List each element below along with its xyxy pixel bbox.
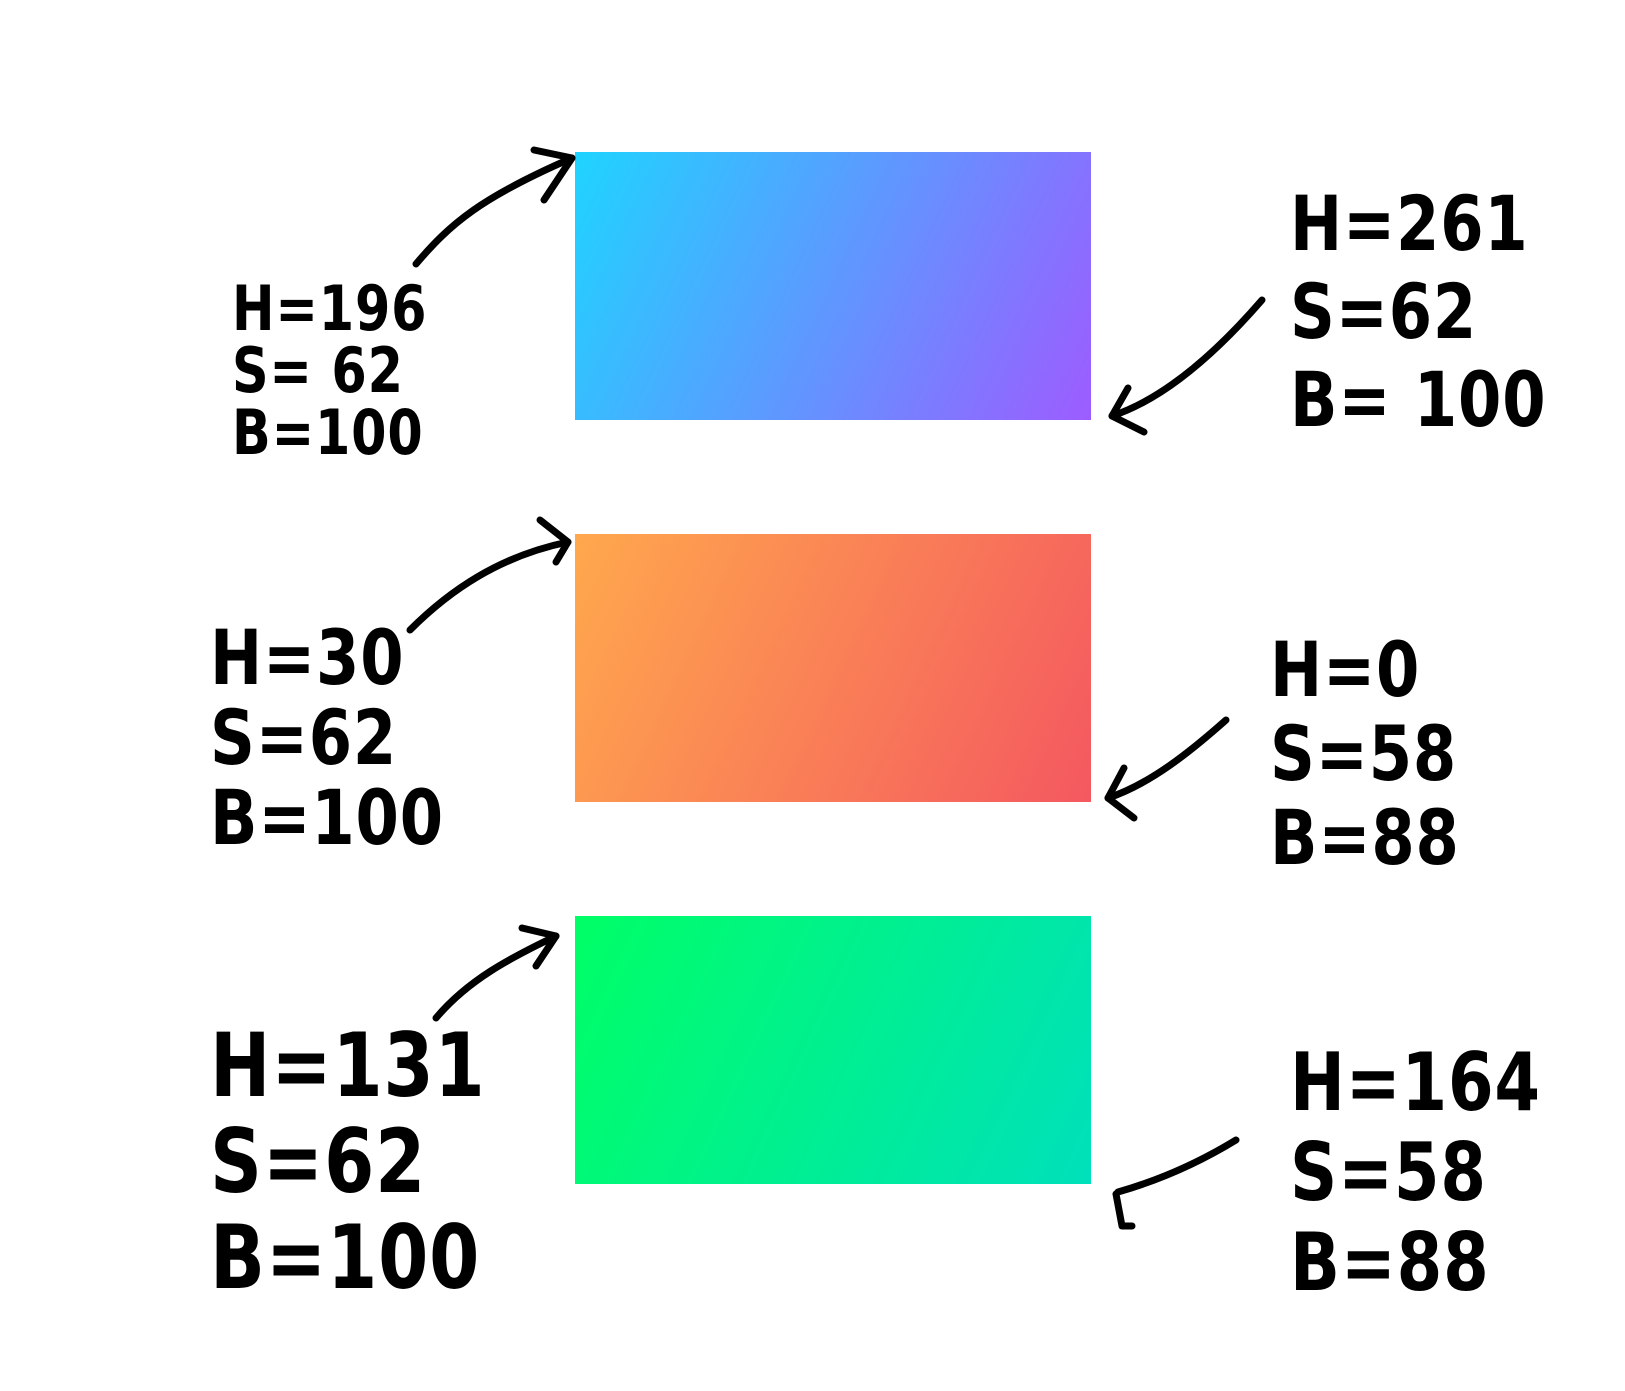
arrow-start-1 (412, 154, 576, 268)
gradient-swatch-orange-red (575, 534, 1091, 802)
saturation-value: S=62 (210, 693, 398, 782)
brightness-value: B= 100 (1290, 355, 1547, 444)
brightness-value: B=100 (210, 773, 444, 862)
arrowhead-start-2 (536, 516, 572, 566)
brightness-value: B=88 (1270, 793, 1460, 882)
arrowhead-end-3 (1112, 1190, 1136, 1230)
hue-value: H=196 (232, 272, 428, 345)
arrowhead-start-3 (518, 924, 560, 970)
arrow-end-2 (1104, 716, 1230, 802)
hue-value: H=261 (1290, 179, 1529, 268)
label-end-3: H=164 S=58 B=88 (1290, 1040, 1541, 1306)
gradient-swatch-blue-purple (575, 152, 1091, 420)
brightness-value: B=100 (232, 396, 424, 469)
hue-value: H=164 (1290, 1036, 1541, 1129)
saturation-value: S=58 (1290, 1126, 1487, 1219)
brightness-value: B=88 (1290, 1216, 1490, 1309)
label-start-2: H=30 S=62 B=100 (210, 620, 444, 856)
arrow-end-1 (1108, 296, 1266, 420)
arrowhead-end-2 (1104, 764, 1138, 822)
arrowhead-end-1 (1108, 384, 1148, 436)
hue-value: H=131 (210, 1014, 486, 1117)
saturation-value: S=58 (1270, 709, 1458, 798)
label-start-3: H=131 S=62 B=100 (210, 1020, 486, 1304)
brightness-value: B=100 (210, 1206, 481, 1309)
label-end-1: H=261 S=62 B= 100 (1290, 182, 1546, 442)
label-start-1: H=196 S= 62 B=100 (232, 272, 428, 469)
saturation-value: S=62 (210, 1110, 427, 1213)
arrow-start-2 (406, 538, 572, 634)
saturation-value: S=62 (1290, 267, 1478, 356)
gradient-swatch-green-teal (575, 916, 1091, 1184)
arrowhead-start-1 (530, 146, 576, 204)
hue-value: H=30 (210, 613, 405, 702)
arrow-start-3 (432, 932, 560, 1022)
hue-value: H=0 (1270, 625, 1421, 714)
label-end-2: H=0 S=58 B=88 (1270, 630, 1460, 878)
arrow-end-3 (1114, 1136, 1240, 1196)
saturation-value: S= 62 (232, 334, 404, 407)
